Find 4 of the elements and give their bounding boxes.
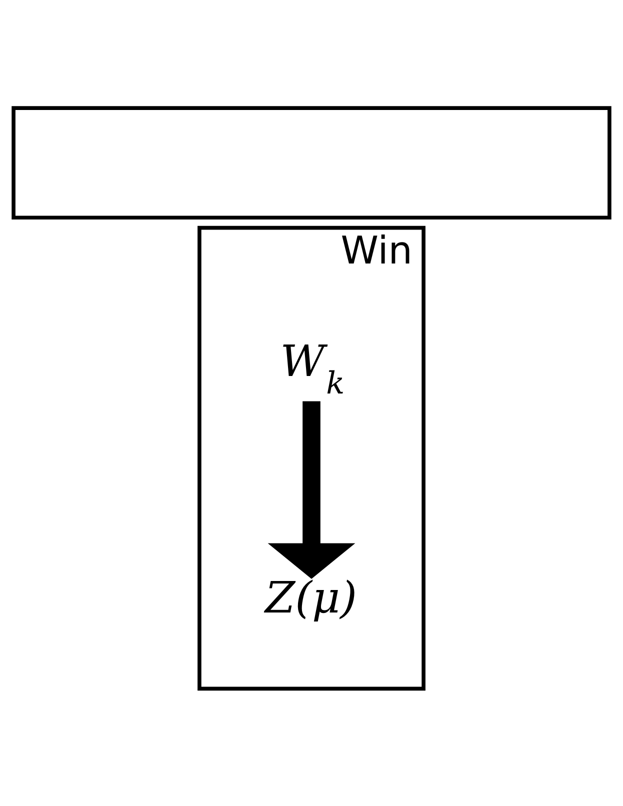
node-box [12, 106, 612, 219]
arrow [268, 400, 356, 578]
node-text: Z(μ) [265, 573, 358, 624]
node-text: W$_{k}$ [280, 336, 345, 401]
